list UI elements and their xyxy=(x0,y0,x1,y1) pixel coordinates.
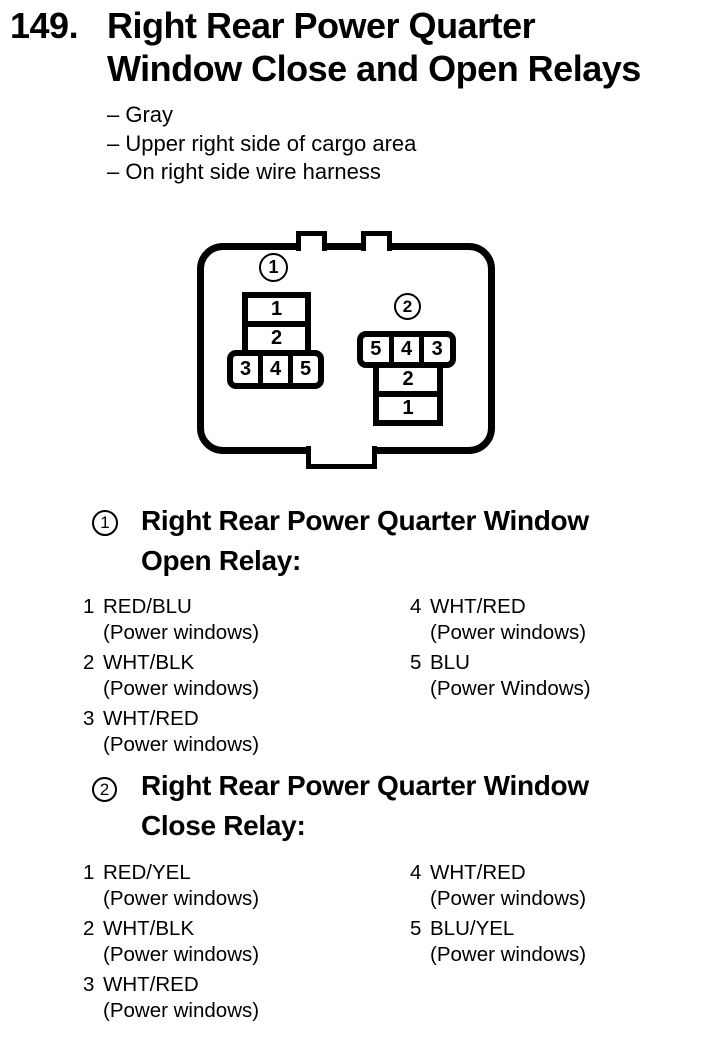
pin-number: 4 xyxy=(410,861,422,884)
connector1-pin2-cell: 2 xyxy=(248,321,305,350)
pin-number: 1 xyxy=(83,861,95,884)
section2-heading: Right Rear Power Quarter Window Close Re… xyxy=(141,766,701,846)
connector1-pin4-cell: 4 xyxy=(258,356,288,383)
wire-color: BLU xyxy=(430,651,470,674)
page-title-line2: Window Close and Open Relays xyxy=(107,48,641,89)
item-number: 149. xyxy=(10,5,79,46)
note-harness: – On right side wire harness xyxy=(107,159,381,184)
wire-color: RED/YEL xyxy=(103,861,191,884)
pin-entry: 5 BLU/YEL (Power windows) xyxy=(410,916,586,968)
connector1-pin3-cell: 3 xyxy=(239,358,252,380)
section2-heading-line1: Right Rear Power Quarter Window xyxy=(141,770,589,801)
section1-heading-line1: Right Rear Power Quarter Window xyxy=(141,505,589,536)
wire-color: BLU/YEL xyxy=(430,917,515,940)
connector1-upper-block: 1 2 xyxy=(242,292,311,356)
section1-pin-list-left: 1 RED/BLU (Power windows) 2 WHT/BLK (Pow… xyxy=(83,594,259,762)
connector2-callout: 2 xyxy=(394,293,421,320)
wire-color: WHT/RED xyxy=(103,973,199,996)
wire-circuit: (Power windows) xyxy=(103,733,260,756)
wire-color: WHT/RED xyxy=(430,595,526,618)
pin-entry: 3 WHT/RED (Power windows) xyxy=(83,972,259,1024)
wire-circuit: (Power windows) xyxy=(103,943,260,966)
connector1-pin5-cell: 5 xyxy=(288,356,318,383)
connector2-pin2-cell: 2 xyxy=(402,368,414,390)
wire-circuit: (Power windows) xyxy=(430,887,587,910)
wire-circuit: (Power windows) xyxy=(103,887,260,910)
pin-entry: 1 RED/BLU (Power windows) xyxy=(83,594,259,646)
pin-entry: 1 RED/YEL (Power windows) xyxy=(83,860,259,912)
connector1-pin1-cell: 1 xyxy=(270,298,283,320)
wire-circuit: (Power windows) xyxy=(103,677,260,700)
pin-number: 3 xyxy=(83,707,95,730)
pin-entry: 2 WHT/BLK (Power windows) xyxy=(83,916,259,968)
section2-callout: 2 xyxy=(92,777,117,802)
wire-circuit: (Power windows) xyxy=(103,621,260,644)
pin-entry: 5 BLU (Power Windows) xyxy=(410,650,591,702)
pin-entry: 4 WHT/RED (Power windows) xyxy=(410,594,591,646)
connector2-upper-block: 5 4 3 xyxy=(357,331,456,368)
section1-pin-list-right: 4 WHT/RED (Power windows) 5 BLU (Power W… xyxy=(410,594,591,706)
pin-number: 1 xyxy=(83,595,95,618)
wire-color: WHT/RED xyxy=(430,861,526,884)
page-title: Right Rear Power Quarter Window Close an… xyxy=(107,4,697,90)
note-location: – Upper right side of cargo area xyxy=(107,130,417,156)
connector2-pin4-cell: 4 xyxy=(388,337,420,362)
housing-top-tab-right xyxy=(361,231,392,251)
pin-number: 5 xyxy=(410,651,422,674)
pin-entry: 2 WHT/BLK (Power windows) xyxy=(83,650,259,702)
housing-top-tab-left xyxy=(296,231,327,251)
connector2-lower-block: 2 1 xyxy=(373,362,443,426)
wire-circuit: (Power windows) xyxy=(103,999,260,1022)
housing-bottom-tab xyxy=(306,446,377,469)
section1-heading-line2: Open Relay: xyxy=(141,545,302,576)
wire-circuit: (Power Windows) xyxy=(430,677,591,700)
connector1-lower-block: 3 4 5 xyxy=(227,350,324,389)
pin-number: 2 xyxy=(83,917,95,940)
connector2-pin3-cell: 3 xyxy=(419,337,450,362)
section2-pin-list-left: 1 RED/YEL (Power windows) 2 WHT/BLK (Pow… xyxy=(83,860,259,1028)
pin-entry: 4 WHT/RED (Power windows) xyxy=(410,860,586,912)
connector1-callout: 1 xyxy=(259,253,288,282)
pin-number: 4 xyxy=(410,595,422,618)
section2-heading-line2: Close Relay: xyxy=(141,810,306,841)
wire-circuit: (Power windows) xyxy=(430,621,587,644)
connector2-pin1-cell: 1 xyxy=(379,391,437,420)
connector2-pin5-cell: 5 xyxy=(370,338,382,360)
wire-color: WHT/BLK xyxy=(103,917,195,940)
section1-heading: Right Rear Power Quarter Window Open Rel… xyxy=(141,501,701,581)
pin-number: 3 xyxy=(83,973,95,996)
section2-pin-list-right: 4 WHT/RED (Power windows) 5 BLU/YEL (Pow… xyxy=(410,860,586,972)
pin-number: 5 xyxy=(410,917,422,940)
wire-color: WHT/RED xyxy=(103,707,199,730)
page-title-line1: Right Rear Power Quarter xyxy=(107,5,536,46)
pin-number: 2 xyxy=(83,651,95,674)
wire-circuit: (Power windows) xyxy=(430,943,587,966)
section1-callout: 1 xyxy=(92,510,118,536)
wire-color: WHT/BLK xyxy=(103,651,195,674)
location-notes: – Gray – Upper right side of cargo area … xyxy=(107,101,416,187)
note-color: – Gray xyxy=(107,102,174,127)
pin-entry: 3 WHT/RED (Power windows) xyxy=(83,706,259,758)
wire-color: RED/BLU xyxy=(103,595,192,618)
